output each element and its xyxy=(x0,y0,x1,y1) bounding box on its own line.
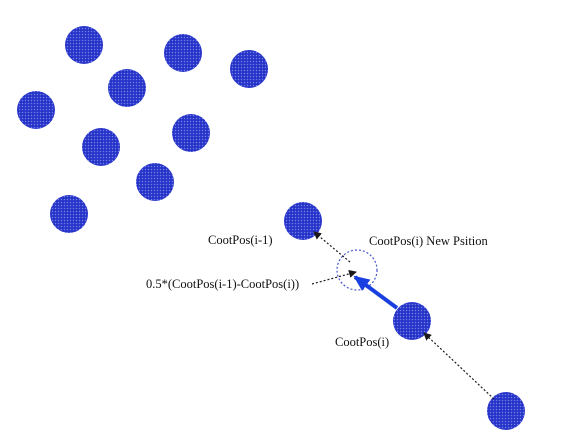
coot-circle xyxy=(82,128,120,166)
label-half-difference: 0.5*(CootPos(i-1)-CootPos(i)) xyxy=(146,277,299,291)
coot-circle xyxy=(136,163,174,201)
coot-circle xyxy=(164,34,202,72)
new-position-circle xyxy=(336,249,378,291)
coot-circle xyxy=(65,26,103,64)
label-new-position: CootPos(i) New Psition xyxy=(369,234,489,248)
coot-flock xyxy=(17,26,268,233)
coot-circle-next xyxy=(487,392,525,430)
dotted-arrow-half-difference xyxy=(311,269,357,285)
movement-arrow xyxy=(353,275,399,310)
coot-circle xyxy=(108,69,146,107)
label-prev-coot: CootPos(i-1) xyxy=(208,233,273,247)
coot-circle xyxy=(172,114,210,152)
coot-circle-current xyxy=(393,302,431,340)
label-current-coot: CootPos(i) xyxy=(335,335,389,349)
coot-circle-prev xyxy=(284,202,322,240)
coot-circle xyxy=(50,195,88,233)
dotted-arrow-to-current xyxy=(423,332,495,400)
coot-circle xyxy=(230,50,268,88)
dotted-arrow-to-prev xyxy=(313,231,351,263)
coot-circle xyxy=(17,91,55,129)
